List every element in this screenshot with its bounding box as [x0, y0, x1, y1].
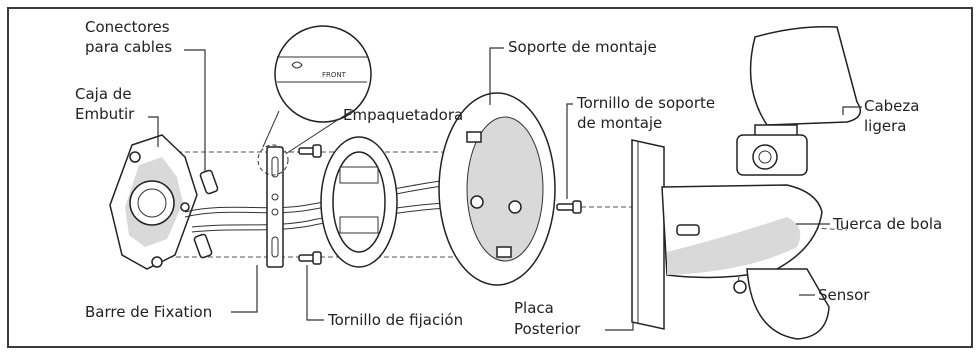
fixing-bar-label: Barre de Fixation	[85, 303, 212, 321]
diagram-border	[7, 7, 973, 348]
fixture-body	[661, 184, 823, 279]
light-head	[736, 25, 862, 176]
bracket-screw	[556, 200, 582, 214]
gasket-label: Empaquetadora	[343, 106, 463, 124]
bracket-screw-label: Tornillo de soporte de montaje	[576, 94, 720, 132]
back-plate-label: Placa Posterior	[514, 299, 581, 338]
detail-front-text: FRONT	[322, 71, 347, 79]
cables	[184, 178, 465, 233]
junction-box-label: Caja de Embutir	[75, 85, 136, 123]
fixing-screw-bottom	[298, 251, 322, 265]
mounting-exploded-diagram: FRONT	[7, 7, 973, 348]
cable-connectors-label: Conectores para cables	[85, 18, 174, 56]
back-plate	[631, 139, 665, 330]
sensor	[733, 268, 830, 340]
fixing-screw-label: Tornillo de fijación	[327, 311, 463, 329]
light-head-label: Cabeza ligera	[864, 97, 924, 135]
mounting-bracket-label: Soporte de montaje	[508, 38, 657, 56]
fixing-bar	[266, 146, 284, 268]
diagram-frame: FRONT	[7, 7, 973, 348]
gasket	[320, 136, 398, 268]
sensor-label: Sensor	[818, 286, 870, 304]
detail-magnifier: FRONT	[257, 25, 372, 176]
cable-connectors	[193, 169, 219, 259]
ball-nut-label: Tuerca de bola	[832, 215, 942, 233]
junction-box	[109, 134, 198, 270]
mounting-bracket	[438, 92, 556, 286]
leader-lines	[148, 47, 862, 331]
fixing-screw-top	[298, 144, 322, 158]
